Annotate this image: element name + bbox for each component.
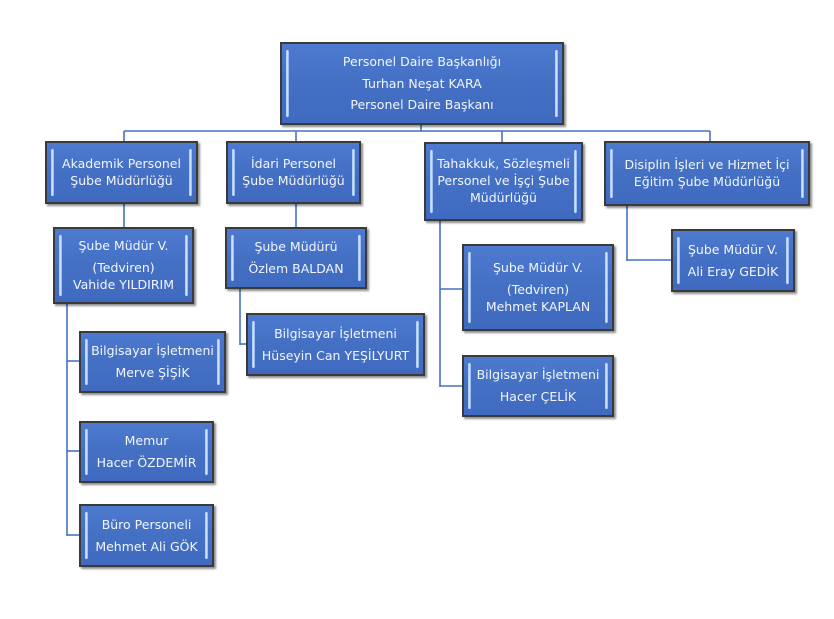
node-line: Tahakkuk, Sözleşmeli	[437, 156, 570, 172]
node-person: Mehmet Ali GÖK	[95, 538, 198, 554]
node-note: (Tedviren)	[506, 281, 570, 297]
node-akademik-bilgisayar-isletmeni[interactable]: Bilgisayar İşletmeni Merve ŞİŞİK	[79, 331, 226, 393]
node-akademik-memur[interactable]: Memur Hacer ÖZDEMİR	[79, 421, 214, 483]
node-note: (Tedviren)	[92, 259, 155, 275]
node-person: Turhan Neşat KARA	[362, 75, 482, 91]
node-person: Ali Eray GEDİK	[687, 263, 779, 279]
node-role: Şube Müdür V.	[78, 237, 169, 253]
node-role: Bilgisayar İşletmeni	[91, 343, 214, 359]
node-idari-manager[interactable]: Şube Müdürü Özlem BALDAN	[225, 227, 367, 289]
node-role: Şube Müdür V.	[492, 259, 584, 275]
node-dept-idari-personel[interactable]: İdari Personel Şube Müdürlüğü	[226, 141, 361, 204]
node-person: Hüseyin Can YEŞİLYURT	[261, 347, 410, 363]
node-idari-bilgisayar-isletmeni[interactable]: Bilgisayar İşletmeni Hüseyin Can YEŞİLYU…	[246, 313, 425, 376]
node-dept-akademik-personel[interactable]: Akademik Personel Şube Müdürlüğü	[45, 141, 198, 204]
node-line: İdari Personel	[250, 155, 337, 171]
node-role: Bilgisayar İşletmeni	[476, 367, 600, 383]
node-role: Şube Müdürü	[254, 239, 338, 255]
node-person: Hacer ÇELİK	[499, 389, 577, 404]
node-line: Personel ve İşçi Şube	[437, 173, 570, 189]
node-line: Disiplin İşleri ve Hizmet İçi	[624, 156, 790, 172]
node-line: Şube Müdürlüğü	[70, 172, 173, 188]
node-line: Şube Müdürlüğü	[242, 172, 345, 188]
node-role: Memur	[124, 433, 169, 449]
node-person: Vahide YILDIRIM	[73, 277, 174, 293]
node-dept-tahakkuk[interactable]: Tahakkuk, Sözleşmeli Personel ve İşçi Şu…	[424, 142, 583, 221]
node-line: Eğitim Şube Müdürlüğü	[633, 173, 781, 189]
node-role: Personel Daire Başkanı	[350, 97, 494, 113]
node-role: Büro Personeli	[101, 516, 192, 532]
node-akademik-buro-personeli[interactable]: Büro Personeli Mehmet Ali GÖK	[79, 504, 214, 567]
node-role: Bilgisayar İşletmeni	[274, 325, 397, 341]
node-person: Merve ŞİŞİK	[115, 365, 190, 380]
node-unit: Personel Daire Başkanlığı	[342, 53, 502, 69]
node-role: Şube Müdür V.	[687, 241, 779, 257]
node-root-personel-daire-baskanligi[interactable]: Personel Daire Başkanlığı Turhan Neşat K…	[280, 42, 564, 125]
node-line: Akademik Personel	[62, 155, 181, 171]
node-disiplin-manager[interactable]: Şube Müdür V. Ali Eray GEDİK	[671, 229, 795, 292]
node-person: Mehmet KAPLAN	[485, 299, 591, 315]
node-dept-disiplin[interactable]: Disiplin İşleri ve Hizmet İçi Eğitim Şub…	[604, 141, 810, 206]
node-akademik-manager[interactable]: Şube Müdür V. (Tedviren) Vahide YILDIRIM	[53, 227, 194, 304]
node-tahakkuk-bilgisayar-isletmeni[interactable]: Bilgisayar İşletmeni Hacer ÇELİK	[462, 355, 614, 417]
node-person: Özlem BALDAN	[248, 261, 344, 276]
node-line: Müdürlüğü	[470, 189, 537, 205]
node-person: Hacer ÖZDEMİR	[96, 455, 197, 470]
node-tahakkuk-manager[interactable]: Şube Müdür V. (Tedviren) Mehmet KAPLAN	[462, 244, 614, 331]
